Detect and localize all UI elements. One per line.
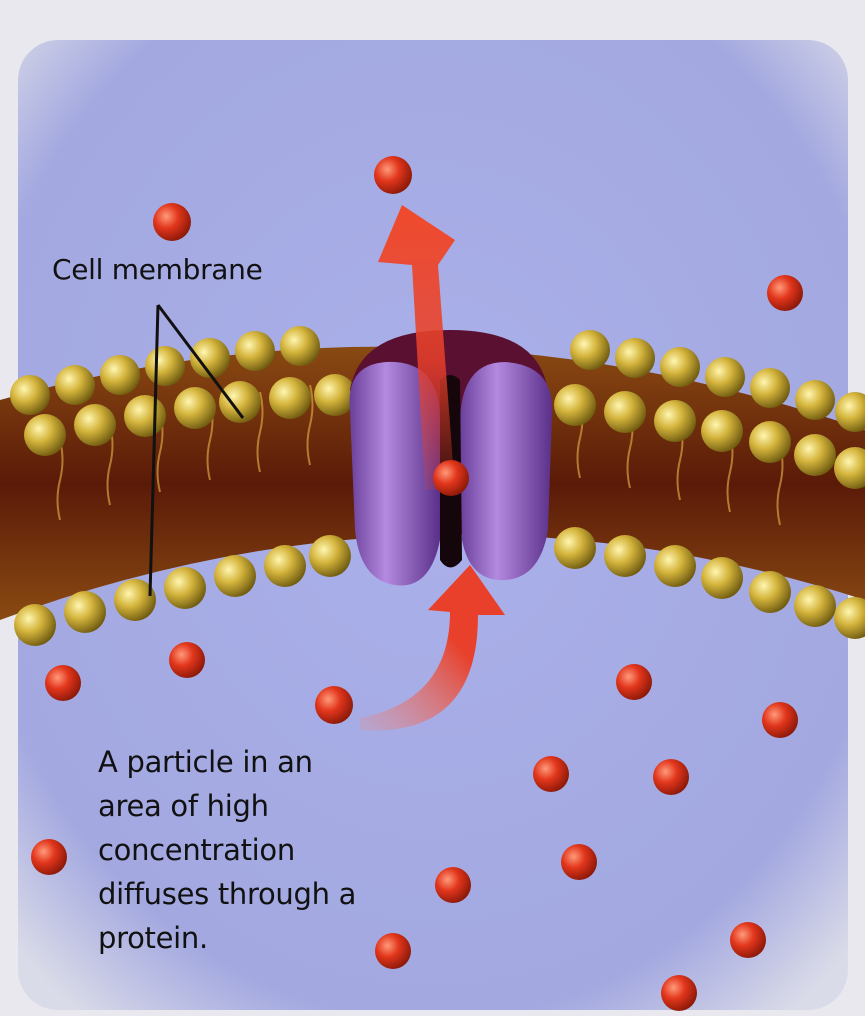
particle [435,867,471,903]
particle [153,203,191,241]
particle [561,844,597,880]
caption-line: diffuses through a [98,872,438,916]
particle [315,686,353,724]
particle [730,922,766,958]
particle [433,460,469,496]
caption-line: protein. [98,916,438,960]
particle [616,664,652,700]
particle [653,759,689,795]
cell-membrane-label: Cell membrane [52,253,263,286]
particle [762,702,798,738]
particle [169,642,205,678]
particle [45,665,81,701]
particle [767,275,803,311]
particle [374,156,412,194]
caption-line: area of high [98,784,438,828]
caption-line: A particle in an [98,740,438,784]
particle [533,756,569,792]
caption: A particle in an area of high concentrat… [98,740,438,960]
particle [661,975,697,1011]
caption-line: concentration [98,828,438,872]
particle [31,839,67,875]
